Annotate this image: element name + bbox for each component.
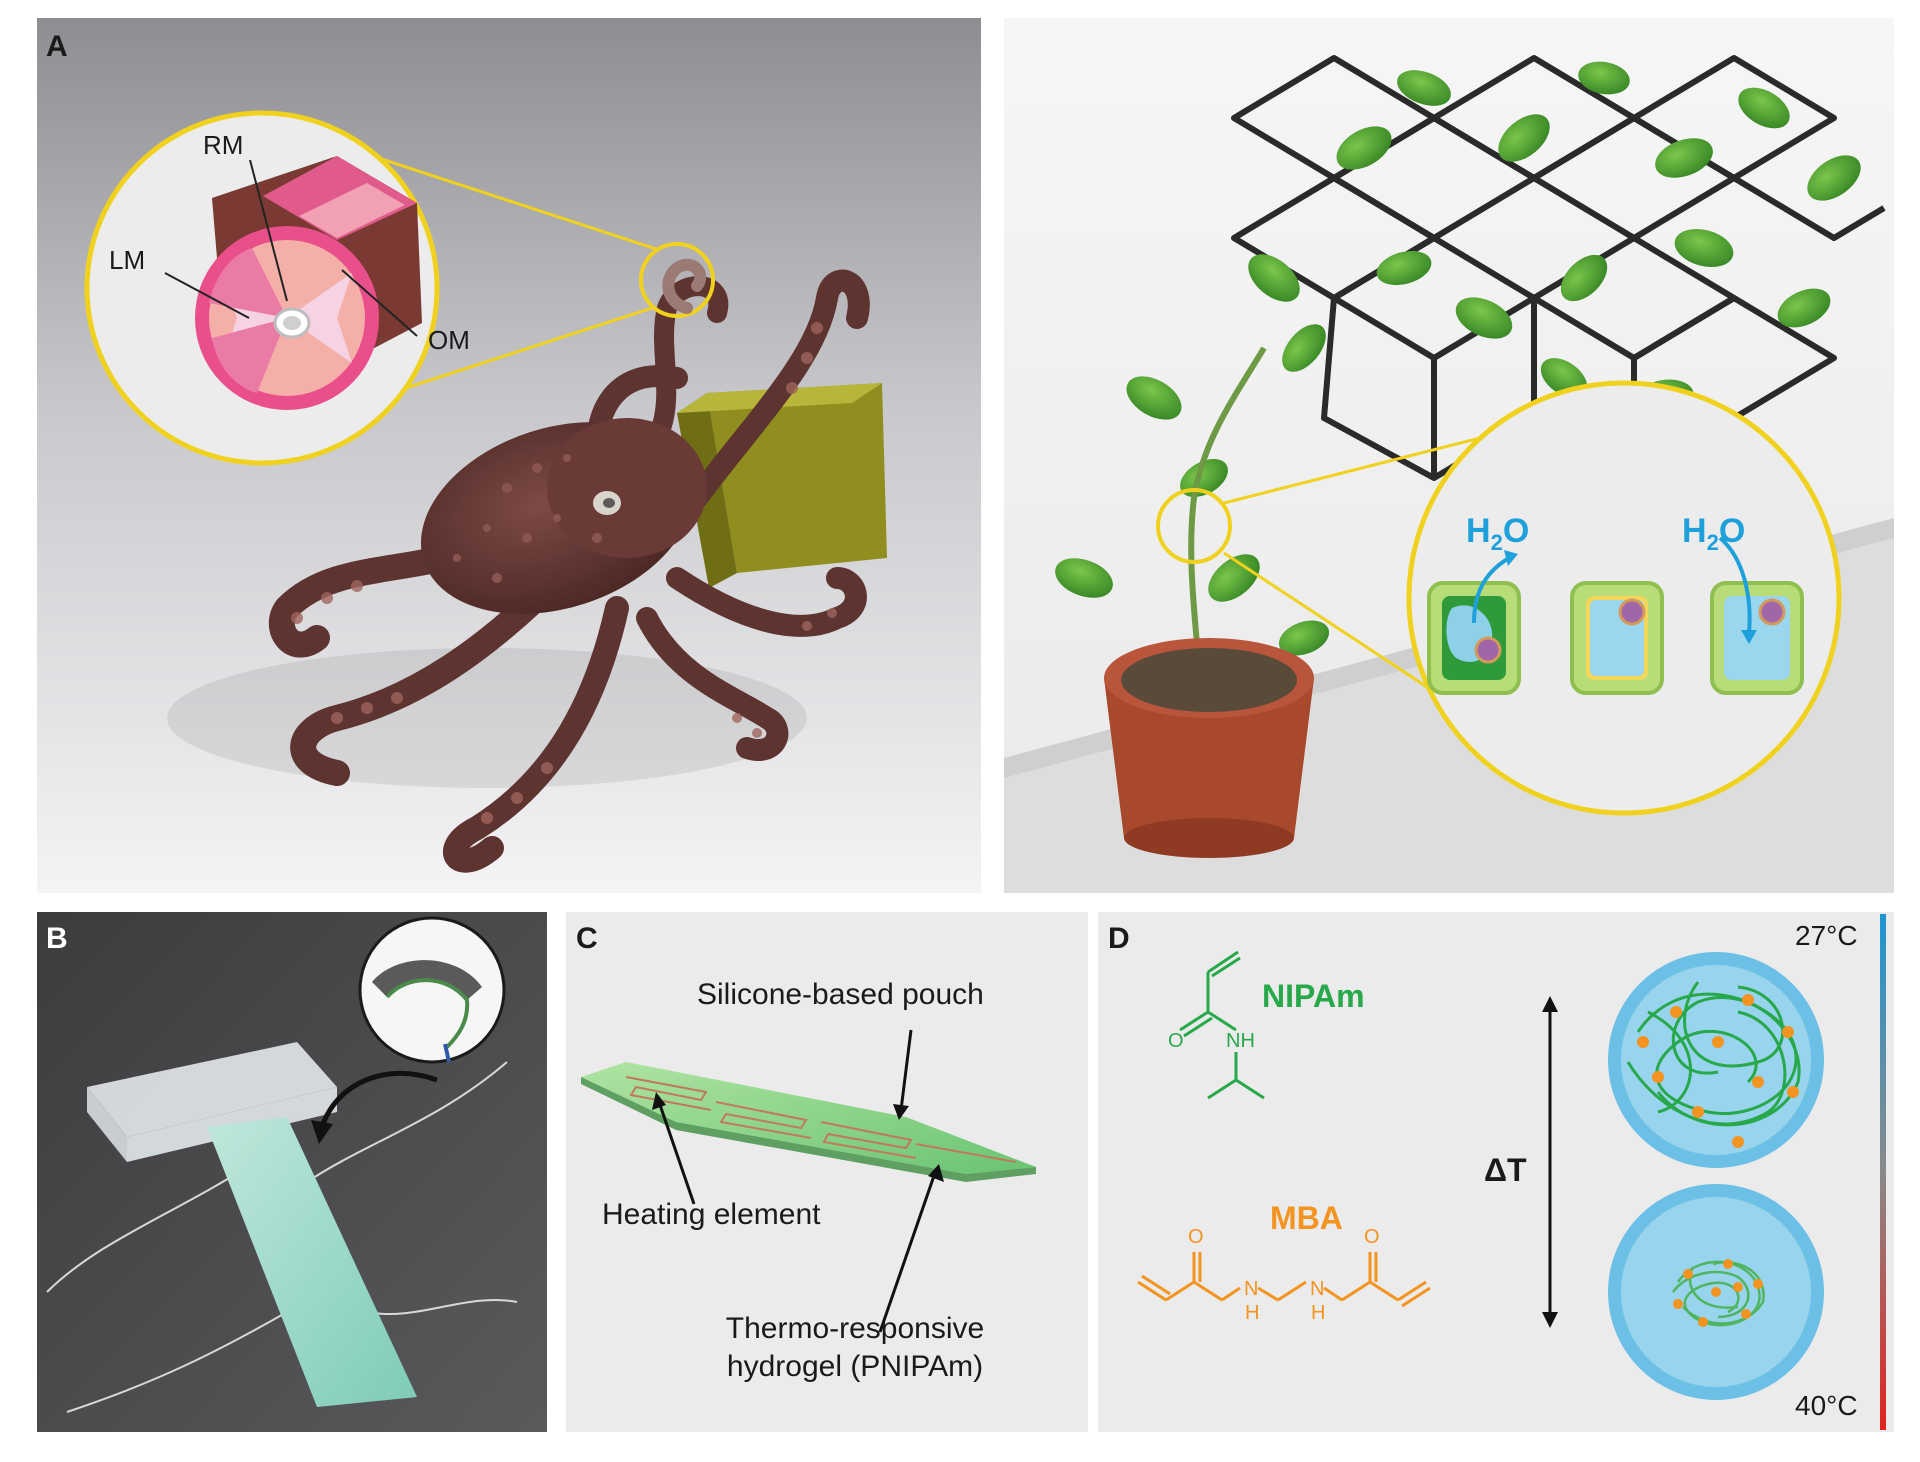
panel-b-photo <box>37 912 547 1432</box>
delta-t-label: ΔT <box>1484 1152 1527 1188</box>
mba-atom-o2: O <box>1364 1226 1380 1248</box>
label-hydrogel-line1: Thermo-responsive <box>725 1312 985 1345</box>
panel-c-schematic <box>566 912 1088 1432</box>
nipam-structure <box>1179 950 1265 1100</box>
mba-label: MBA <box>1270 1200 1343 1236</box>
mba-structure <box>1137 1252 1431 1308</box>
label-rm: RM <box>203 130 244 160</box>
panel-a-label: A <box>46 30 68 63</box>
nipam-mba-diagram <box>1137 914 1886 1430</box>
panel-a-plant <box>1004 18 1894 893</box>
panel-c-label: C <box>576 922 598 955</box>
nipam-label: NIPAm <box>1262 978 1365 1014</box>
mba-atom-h1: H <box>1245 1302 1260 1324</box>
octopus-scene <box>37 18 981 893</box>
label-hydrogel: Thermo-responsive hydrogel (PNIPAm) <box>690 1310 1020 1386</box>
h2o-in-label: H2O <box>1682 512 1746 555</box>
panel-d-label: D <box>1108 922 1130 955</box>
plant-cells <box>1427 536 1804 695</box>
temperature-gradient-bar <box>1880 914 1886 1430</box>
label-om: OM <box>428 325 470 355</box>
collapsed-hydrogel <box>1608 1184 1824 1400</box>
temp-bottom-label: 40°C <box>1795 1390 1858 1421</box>
panel-b-label: B <box>46 922 68 955</box>
mba-atom-n2: N <box>1310 1278 1325 1300</box>
temp-top-label: 27°C <box>1795 920 1858 951</box>
hydrogel-pouch-diagram <box>581 1029 1036 1333</box>
flower-pot <box>1104 638 1314 858</box>
swollen-hydrogel <box>1608 952 1824 1168</box>
mba-atom-n1: N <box>1244 1278 1259 1300</box>
label-heating-element: Heating element <box>602 1198 821 1231</box>
nipam-atom-o: O <box>1168 1030 1184 1052</box>
mba-atom-o1: O <box>1188 1226 1204 1248</box>
mba-atom-h2: H <box>1311 1302 1326 1324</box>
nipam-atom-nh: NH <box>1226 1030 1255 1052</box>
label-lm: LM <box>109 245 146 275</box>
plant-scene <box>1004 18 1894 893</box>
label-hydrogel-line2: hydrogel (PNIPAm) <box>726 1350 984 1383</box>
actuator-photo <box>37 912 547 1432</box>
label-silicone-pouch: Silicone-based pouch <box>697 978 984 1011</box>
panel-d-chemistry <box>1098 912 1894 1432</box>
h2o-out-label: H2O <box>1466 512 1530 555</box>
panel-a-octopus <box>37 18 981 893</box>
